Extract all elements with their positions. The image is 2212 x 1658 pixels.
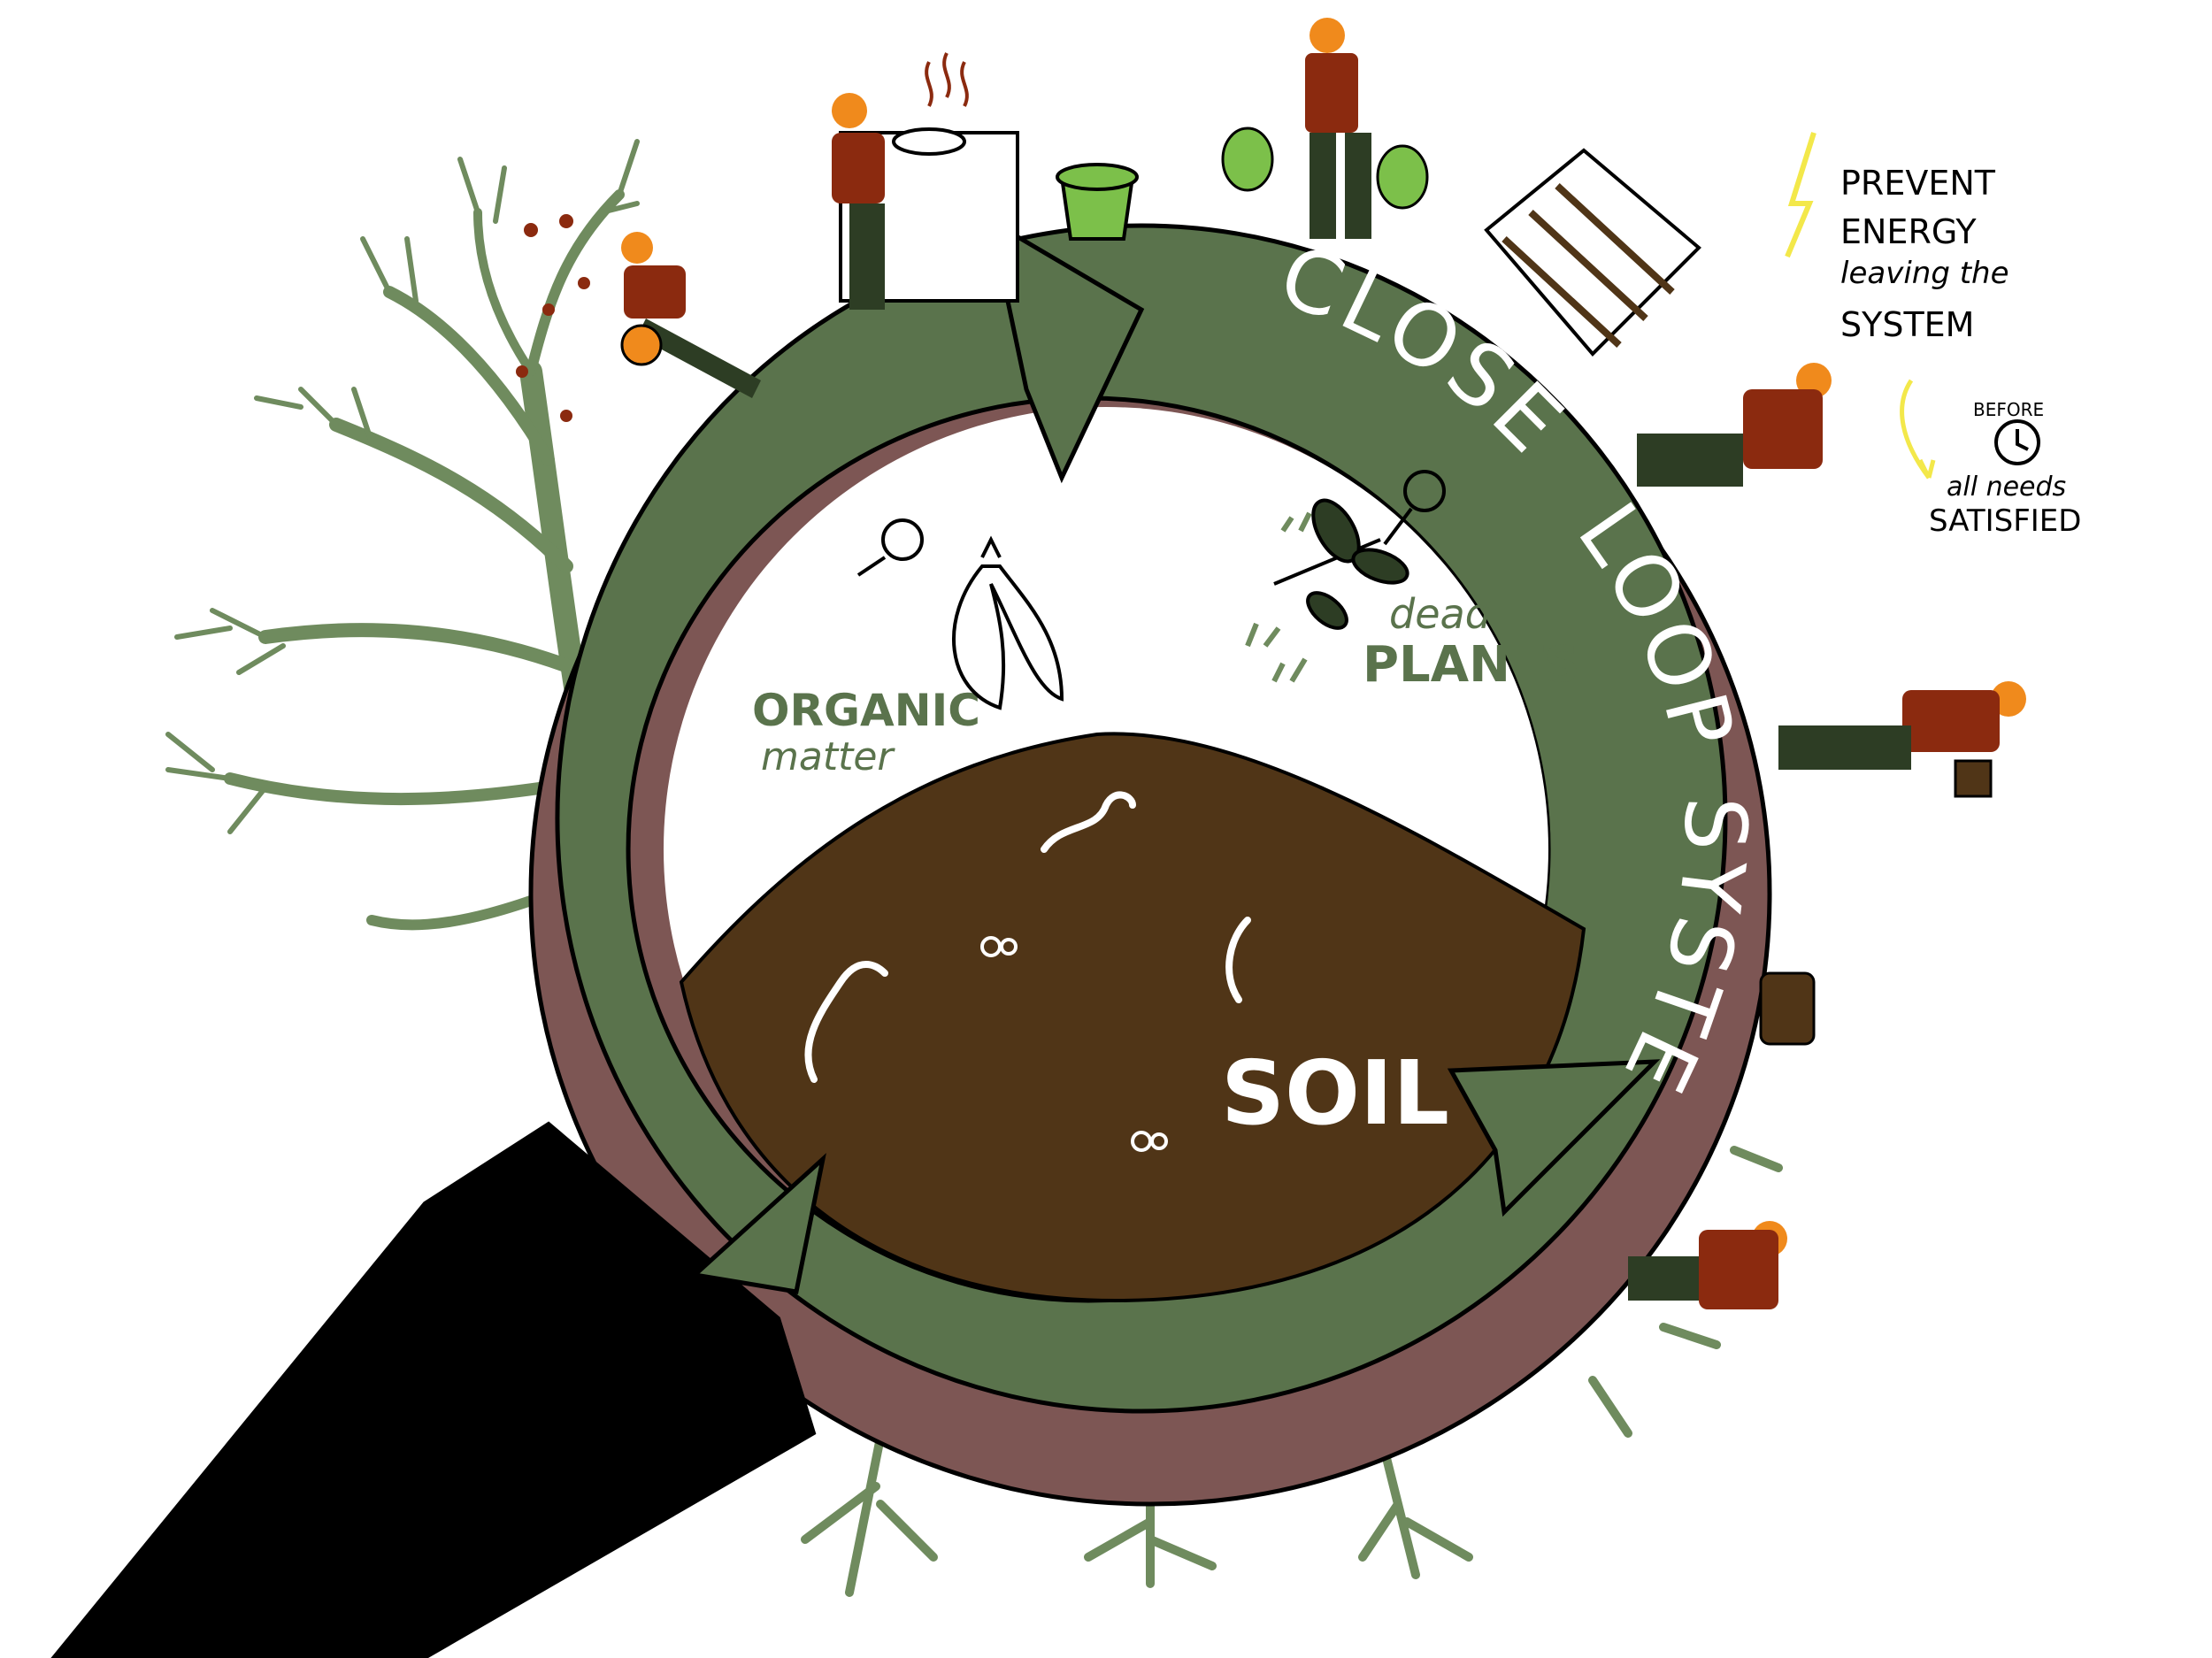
tree-fruit [516,214,590,422]
label-dead: dead [1389,590,1492,638]
label-soil: SOIL [1221,1041,1449,1145]
note-prevent: PREVENT [1840,164,1996,203]
note-leaving: leaving the [1840,256,2009,291]
arm-icon [50,1121,817,1658]
magnifier-icon [856,470,1446,577]
label-plants: PLANTS [1363,636,1579,694]
bug-icon [980,936,1168,1152]
bin-icon [1056,163,1139,241]
person-icon [620,232,761,398]
note-before: BEFORE [1973,399,2044,420]
curved-arrow-icon [1900,379,1936,480]
person-icon [1628,1221,1787,1309]
roots-icon [801,1146,1783,1597]
worm-icon [804,791,1251,1083]
label-matter: matter [761,734,895,779]
note-system: SYSTEM [1840,305,1974,344]
label-organic: ORGANIC [752,685,980,736]
banana-peel-icon [952,535,1064,710]
person-icon [1778,681,2026,798]
person-icon [832,93,885,310]
person-icon [1221,18,1429,239]
arrow-icon [635,216,1661,1329]
note-all-needs: all needs [1947,472,2066,503]
bag-icon [1759,971,1816,1046]
dead-plant-icon [1273,498,1409,630]
clock-icon [1994,419,2040,465]
lightning-icon [1785,132,1816,258]
compost-crate-icon [1484,148,1701,357]
person-icon [1637,363,1832,487]
note-satisfied: SATISFIED [1929,503,2081,539]
soil-mound [679,732,1586,1303]
grass-icon [1245,511,1312,683]
note-energy: ENERGY [1840,212,1977,251]
